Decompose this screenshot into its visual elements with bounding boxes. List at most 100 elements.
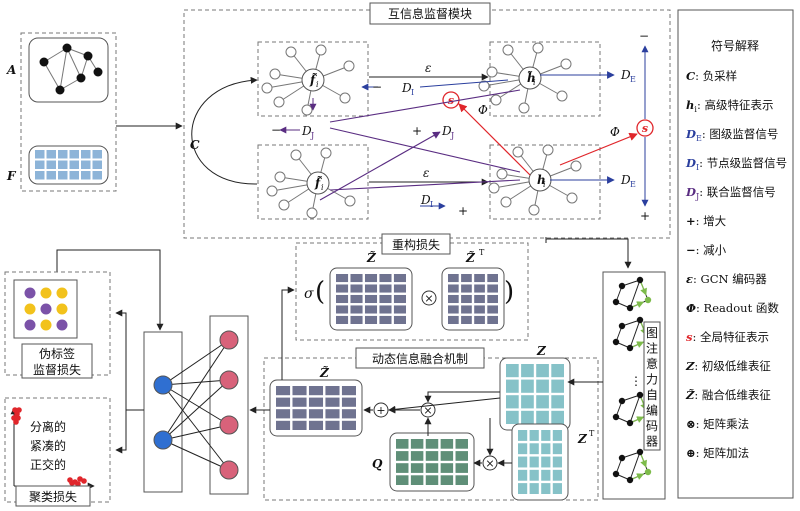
neighbor-node [542, 144, 554, 156]
graph-node [39, 57, 49, 67]
attention-node [636, 391, 644, 399]
fusion-add-symbol: + [376, 404, 385, 417]
fusion-z-tilde-matrix-cell [341, 386, 356, 396]
joint-signal-line-2 [329, 127, 521, 173]
neighbor-node [556, 90, 568, 102]
attention-node [644, 296, 652, 304]
neighbor-node [570, 160, 582, 172]
recon-z-tilde-matrix-cell [336, 315, 349, 324]
readout-arrow [458, 103, 531, 176]
fusion-q-matrix-cell [455, 463, 468, 473]
recon-z-tilde-matrix-cell [393, 294, 406, 304]
global-summary-node-right [636, 119, 654, 137]
attention-node [626, 304, 634, 312]
fusion-q-matrix-cell [440, 463, 454, 473]
legend-item: +: 增大 [686, 214, 727, 228]
fusion-zt-matrix-cell [552, 483, 562, 494]
pseudo-label-dot [24, 303, 36, 315]
fusion-q-matrix-cell [455, 451, 468, 461]
fusion-multiply-symbol-2: × [485, 457, 494, 470]
fusion-zt-matrix-cell [552, 469, 562, 481]
attention-node [618, 322, 626, 330]
fusion-z-tilde-matrix-cell [325, 409, 340, 419]
fusion-z-matrix-cell [536, 379, 549, 393]
fusion-zt-matrix-cell [518, 430, 528, 441]
graph-signal-label-bottom: D [620, 173, 631, 187]
feature-cell [58, 160, 68, 169]
recon-z-tilde-matrix-cell [336, 284, 349, 293]
center-node-label: f̃ [314, 175, 323, 190]
cluster-points [11, 407, 87, 487]
attention-title-box [643, 321, 661, 451]
node-signal-label-top: D [401, 81, 412, 95]
fusion-z-matrix-cell [506, 395, 519, 409]
fusion-q-matrix-cell [440, 475, 454, 485]
feature-cell [46, 150, 56, 159]
reconstruction-title: 重构损失 [392, 237, 440, 252]
legend-item: −: 减小 [686, 243, 727, 257]
attention-node [612, 470, 620, 478]
recon-z-tilde-matrix-cell [350, 284, 363, 293]
neighbor-node [343, 60, 355, 72]
neighbor-node [490, 94, 502, 106]
negative-sampling-arrow [191, 76, 258, 185]
pseudo-label-dot [40, 303, 52, 315]
fusion-zt-matrix-cell [518, 469, 528, 481]
neighbor-node [315, 44, 327, 56]
fusion-q-matrix-cell [455, 439, 468, 449]
fusion-z-label: Z [536, 344, 547, 358]
recon-z-tilde-t-matrix-cell [487, 284, 498, 293]
graph-node [83, 51, 93, 61]
recon-z-tilde-matrix-cell [336, 305, 349, 314]
neighbor-node [478, 80, 490, 92]
neighbor-node [320, 147, 332, 159]
fusion-q-matrix-cell [425, 439, 439, 449]
attention-node [612, 338, 620, 346]
pseudo-label-title-1: 伪标签 [39, 346, 75, 361]
recon-z-tilde-t-matrix-cell [461, 294, 472, 304]
feature-cell [81, 171, 91, 180]
attention-node [644, 468, 652, 476]
pseudo-label-dot [56, 319, 68, 331]
attention-title-char: 图 [646, 326, 658, 340]
recon-z-tilde-matrix-cell [393, 284, 406, 293]
recon-z-tilde-t-matrix-cell [448, 274, 459, 283]
recon-multiply-symbol: × [424, 292, 433, 305]
recon-z-tilde-matrix-cell [364, 274, 378, 283]
attention-title-char: 力 [646, 373, 658, 387]
neighbor-node [306, 207, 318, 219]
recon-z-tilde-matrix-cell [379, 284, 392, 293]
node-signal-minus: − [372, 80, 382, 94]
network-edge [162, 439, 230, 471]
network-node-pink [219, 460, 239, 480]
fusion-z-tilde-matrix-cell [341, 409, 356, 419]
attention-edge [629, 394, 641, 424]
recon-z-tilde-t-matrix-cell [474, 315, 485, 324]
legend-item: DE: 图级监督信号 [685, 127, 778, 143]
pseudo-label-dot [56, 287, 68, 299]
feature-cell [92, 150, 102, 159]
attention-node [618, 397, 626, 405]
center-node-label: f̃ [309, 72, 318, 87]
neighbor-node [290, 149, 302, 161]
encoder-label-top: ε [425, 61, 431, 75]
graph-node [93, 67, 103, 77]
center-node-sub: i [316, 80, 319, 89]
neighbor-node [500, 196, 512, 208]
recon-z-tilde-t-matrix-cell [487, 315, 498, 324]
graph-node [62, 43, 72, 53]
center-node-sub: i [533, 78, 536, 87]
recon-z-tilde-matrix-cell [350, 294, 363, 304]
attention-node [626, 344, 634, 352]
recon-z-tilde-matrix-cell [350, 274, 363, 283]
neighbor-node [496, 168, 508, 180]
original-graph-box [257, 144, 369, 220]
node-signal-sub-top: I [411, 88, 414, 97]
attention-node [626, 476, 634, 484]
neighbor-node [502, 44, 514, 56]
joint-signal-label-right: D [441, 124, 452, 138]
global-summary-label-right: s [642, 122, 648, 135]
recon-z-tilde-matrix-cell [364, 315, 378, 324]
